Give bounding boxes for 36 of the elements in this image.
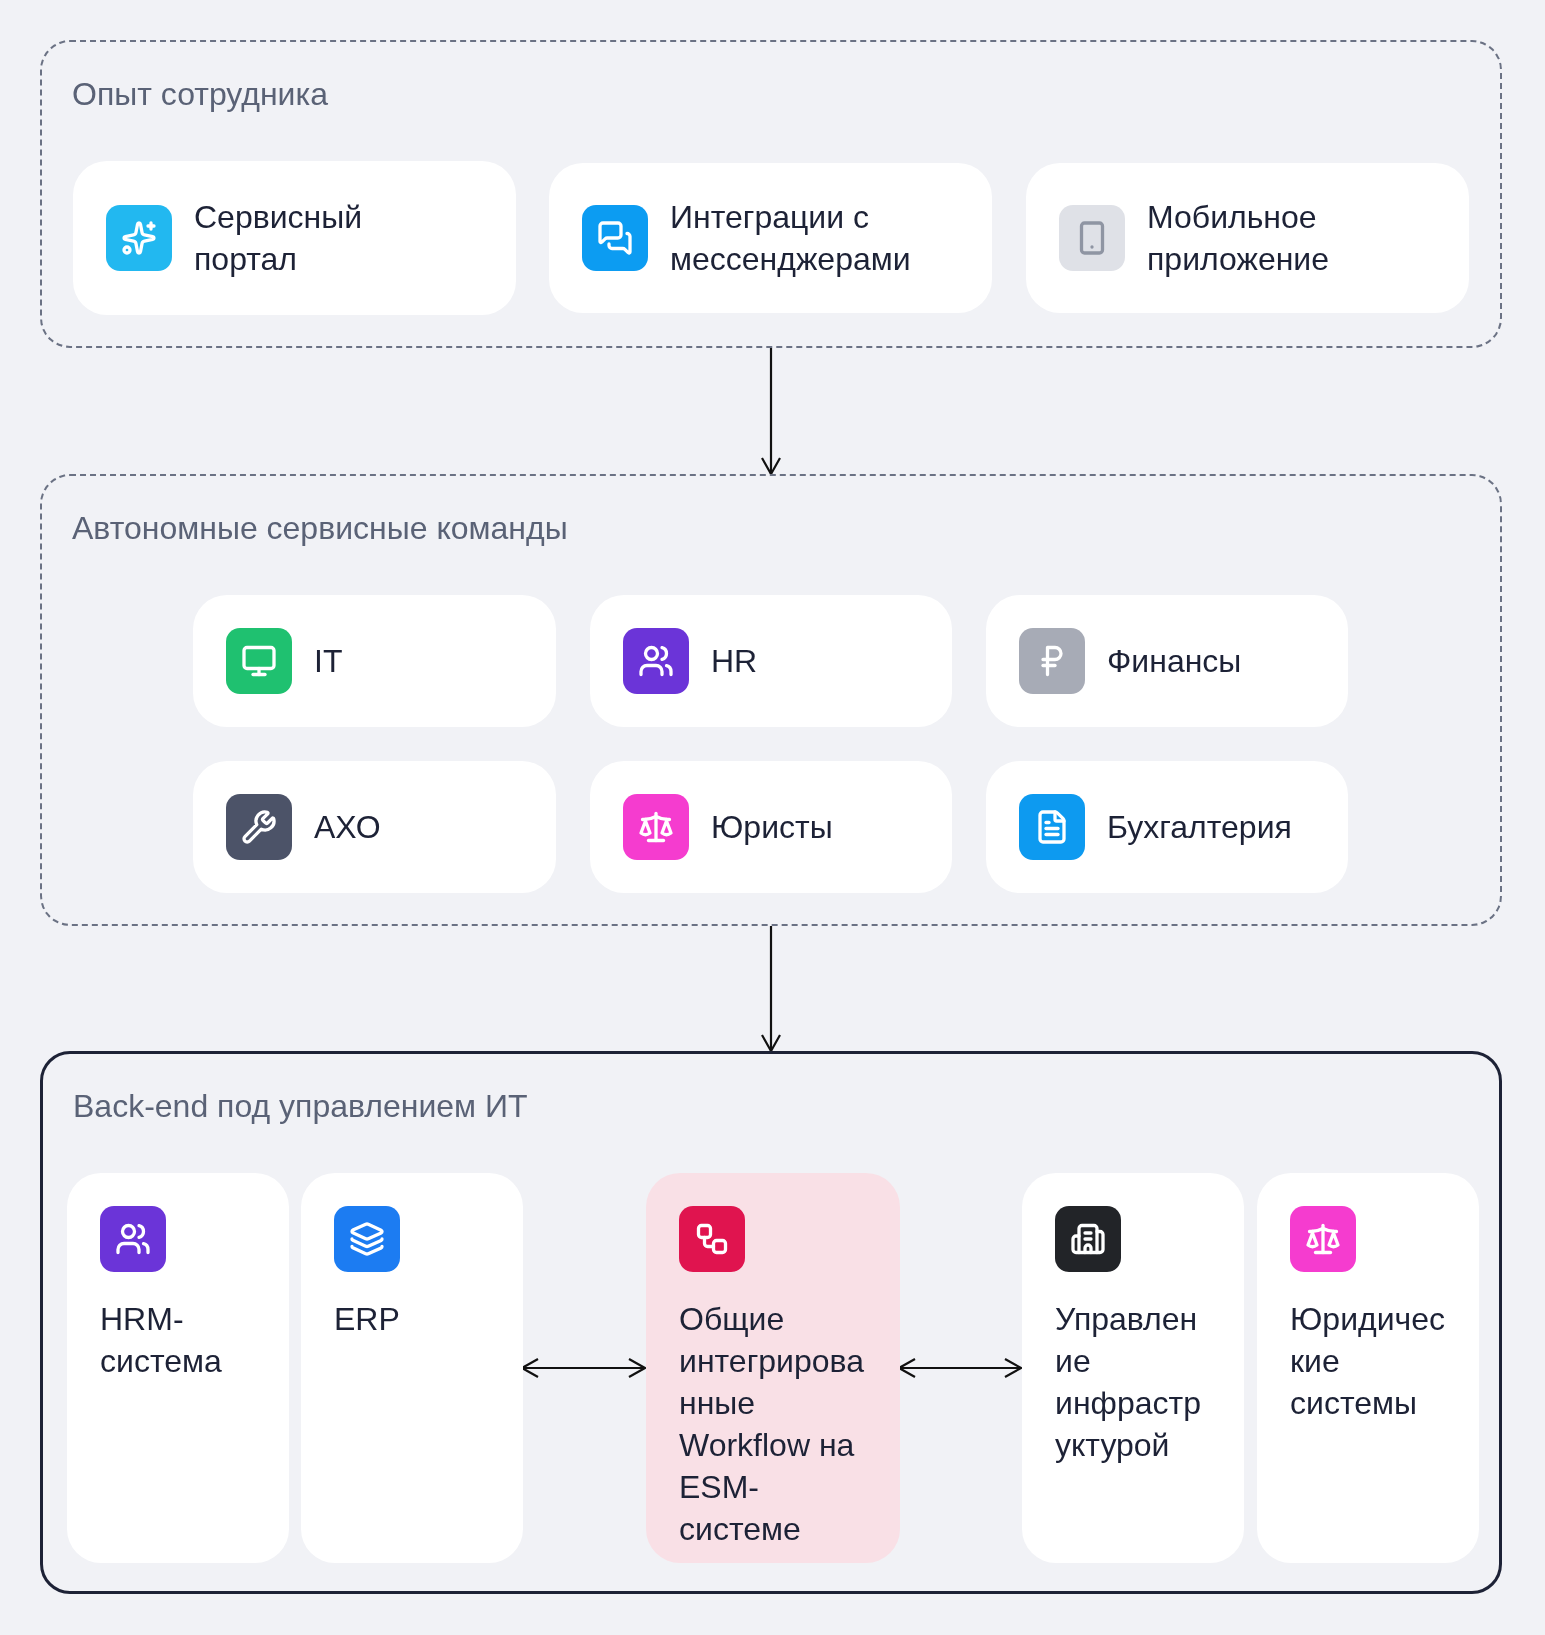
service-card	[986, 595, 1348, 727]
service-card	[646, 1173, 900, 1563]
service-card	[193, 595, 556, 727]
card-label: IT	[314, 642, 343, 681]
service-card	[1026, 163, 1469, 313]
service-card	[73, 161, 516, 315]
group-frame	[40, 474, 1502, 926]
card-label: Управление инфраструктурой	[1055, 1300, 1202, 1465]
service-card	[67, 1173, 289, 1563]
service-card	[986, 761, 1348, 893]
card-label: Общие интегрированные Workflow на ESM-системе	[679, 1300, 865, 1549]
card-label: ERP	[334, 1300, 401, 1339]
card-label: Бухгалтерия	[1107, 808, 1292, 847]
group-title: Опыт сотрудника	[72, 75, 328, 114]
card-label: Юристы	[711, 808, 833, 847]
service-card	[1257, 1173, 1479, 1563]
service-card	[590, 761, 952, 893]
group-title: Автономные сервисные команды	[72, 509, 568, 548]
service-card	[549, 163, 992, 313]
service-card	[301, 1173, 523, 1563]
card-label: HR	[711, 642, 758, 681]
card-label: Мобильное приложение	[1147, 198, 1330, 279]
card-label: HRM-система	[100, 1300, 223, 1381]
group-frame	[40, 1051, 1502, 1594]
arrow	[760, 926, 782, 1053]
card-label: Финансы	[1107, 642, 1242, 681]
card-label: АХО	[314, 808, 381, 847]
card-label: Интеграции с мессенджерами	[670, 198, 912, 279]
card-label: Юридические системы	[1290, 1300, 1446, 1423]
service-card	[590, 595, 952, 727]
arrow	[760, 348, 782, 476]
card-label: Сервисный портал	[194, 198, 364, 279]
service-card	[1022, 1173, 1244, 1563]
group-title: Back-end под управлением ИТ	[73, 1087, 528, 1126]
service-card	[193, 761, 556, 893]
group-frame	[40, 40, 1502, 348]
